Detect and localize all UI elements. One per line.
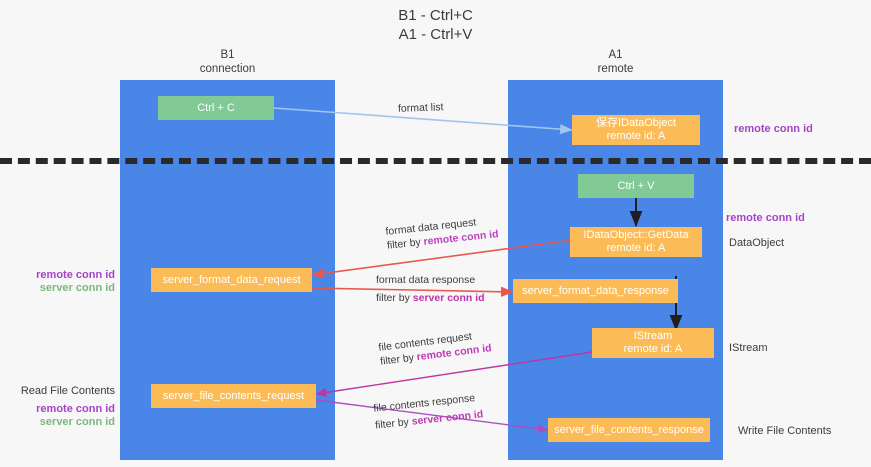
edge-label-format-data-response: format data response filter by server co… — [376, 273, 485, 305]
node-server-file-contents-request[interactable]: server_file_contents_request — [151, 384, 316, 408]
node-idataobject-getdata[interactable]: IDataObject::GetData remote id: A — [570, 227, 702, 257]
page-title-line1: B1 - Ctrl+C — [398, 7, 473, 24]
edge-label-file-contents-response-filter-pre: filter by — [374, 415, 413, 432]
node-server-format-data-request[interactable]: server_format_data_request — [151, 268, 312, 292]
lane-header-a1-name: A1 — [608, 49, 623, 61]
annotation-remote-conn-id-top: remote conn id — [734, 123, 813, 135]
node-server-format-data-response[interactable]: server_format_data_response — [513, 279, 678, 303]
annotation-dataobject: DataObject — [729, 237, 785, 249]
edge-label-file-contents-request-filter-pre: filter by — [379, 351, 418, 368]
annotation-write-file-contents: Write File Contents — [738, 425, 832, 437]
lane-header-a1: A1 remote — [508, 48, 723, 76]
annotation-left-server-conn-id-bottom: server conn id — [39, 416, 115, 428]
node-save-idataobject-line2: remote id: A — [606, 130, 666, 142]
node-ctrl-c[interactable]: Ctrl + C — [158, 96, 274, 120]
lane-header-b1-sub: connection — [199, 63, 256, 75]
page-title-line2: A1 - Ctrl+V — [398, 26, 473, 43]
node-idataobject-getdata-line2: remote id: A — [606, 242, 666, 254]
annotation-remote-conn-id-mid: remote conn id — [726, 212, 805, 224]
lane-header-b1: B1 connection — [120, 48, 335, 76]
lane-header-a1-sub: remote — [597, 63, 634, 75]
edge-label-file-contents-response: file contents response filter by server … — [373, 390, 484, 432]
node-istream-line2: remote id: A — [623, 343, 683, 355]
edge-label-format-data-request: format data request filter by remote con… — [385, 213, 499, 253]
edge-label-format-data-response-filter-key: server conn id — [412, 292, 485, 304]
annotation-left-remote-conn-id-bottom: remote conn id — [36, 403, 115, 415]
edge-label-file-contents-response-filter-key: server conn id — [411, 408, 484, 428]
edge-label-file-contents-request: file contents request filter by remote c… — [378, 327, 493, 368]
edge-label-format-data-response-text: format data response — [376, 274, 476, 286]
edge-label-format-list-text: format list — [397, 101, 444, 115]
node-save-idataobject-line1: 保存IDataObject — [595, 117, 677, 129]
node-ctrl-v[interactable]: Ctrl + V — [578, 174, 694, 198]
edge-label-format-list: format list — [398, 100, 444, 116]
node-save-idataobject[interactable]: 保存IDataObject remote id: A — [572, 115, 700, 145]
node-idataobject-getdata-line1: IDataObject::GetData — [583, 229, 689, 241]
phase-divider — [0, 158, 871, 164]
node-istream-line1: IStream — [633, 330, 673, 342]
annotation-left-server-conn-id-mid: server conn id — [39, 282, 115, 294]
annotation-istream: IStream — [729, 342, 768, 354]
page-title: B1 - Ctrl+C A1 - Ctrl+V — [0, 6, 871, 44]
node-istream[interactable]: IStream remote id: A — [592, 328, 714, 358]
node-server-file-contents-response[interactable]: server_file_contents_response — [548, 418, 710, 442]
edge-label-format-data-response-filter-pre: filter by — [376, 292, 413, 304]
lane-header-b1-name: B1 — [220, 49, 235, 61]
annotation-left-remote-conn-id-mid: remote conn id — [36, 269, 115, 281]
annotation-read-file-contents: Read File Contents — [20, 385, 115, 397]
edge-label-format-data-request-filter-pre: filter by — [386, 236, 425, 252]
